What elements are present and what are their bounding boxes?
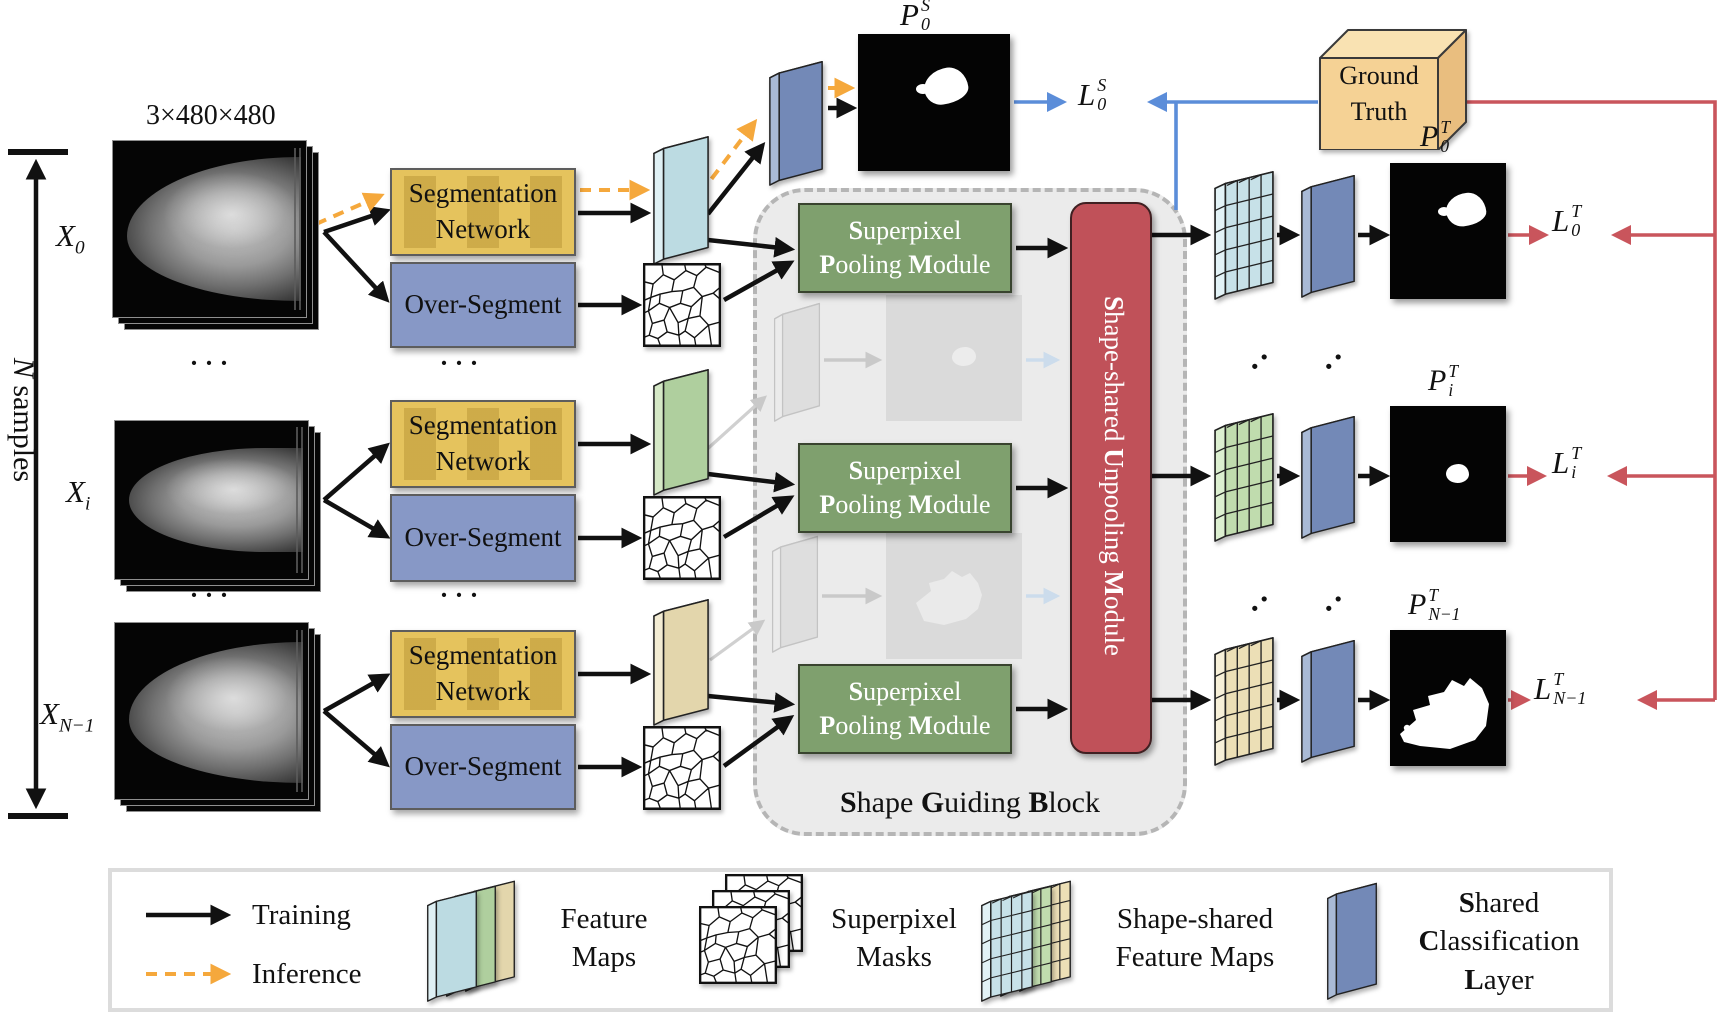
ghost-feature-map — [771, 535, 819, 653]
ghost-pooled-mask — [886, 533, 1022, 659]
over-segment-box: Over-Segment — [390, 724, 576, 810]
feature-map-blue — [653, 136, 709, 265]
superpixel-pooling-module: Superpixel Pooling Module — [798, 443, 1012, 533]
prediction-mask-p0t — [1390, 163, 1506, 299]
classification-slab-icon — [1327, 882, 1377, 1000]
mask-blob — [1400, 678, 1489, 749]
shared-classification-layer — [769, 61, 823, 186]
feature-map-green — [653, 369, 709, 496]
ghost-feature-map — [773, 302, 821, 422]
input-dimension-label: 3×480×480 — [146, 100, 276, 131]
superpixel-mask — [643, 496, 721, 580]
legend-classification-label: Shared Classification Layer — [1418, 887, 1580, 996]
sample-label-xi: Xi — [66, 474, 91, 515]
superpixel-pooling-module: Superpixel Pooling Module — [798, 203, 1012, 293]
ellipsis: ··· — [438, 343, 483, 383]
shared-classification-layer — [1301, 415, 1355, 539]
feature-map-tan — [653, 599, 709, 726]
superpixel-mask-icon — [699, 906, 777, 984]
shape-shared-feature-map-tan — [1213, 634, 1275, 766]
legend-training-label: Training — [252, 899, 351, 931]
shared-classification-layer — [1301, 174, 1355, 298]
prediction-mask-pn1t — [1390, 630, 1506, 766]
shared-classification-layer — [1301, 639, 1355, 763]
ghost-pooled-mask — [886, 295, 1022, 421]
mammogram-input-x0 — [112, 140, 319, 330]
diagonal-ellipsis: ‥ — [1225, 570, 1277, 621]
ellipsis: ··· — [438, 575, 483, 615]
ground-truth-box — [1319, 29, 1467, 150]
shape-guiding-block-label: Shape Guiding Block — [839, 786, 1100, 819]
ghost-blob — [916, 571, 982, 625]
diagonal-ellipsis: ‥ — [1225, 328, 1277, 379]
sample-label-x0: X0 — [56, 218, 85, 259]
prediction-mask-pit — [1390, 406, 1506, 542]
feature-map-blue-icon — [427, 890, 477, 1002]
shape-shared-feature-map-green — [1213, 410, 1275, 542]
superpixel-mask — [643, 263, 721, 347]
shape-shared-unpooling-module — [1070, 202, 1152, 754]
n-samples-label: N samples — [7, 357, 40, 483]
ellipsis: ··· — [188, 575, 233, 615]
superpixel-pooling-module: Superpixel Pooling Module — [798, 664, 1012, 754]
diagonal-ellipsis: ‥ — [1299, 570, 1351, 621]
shape-shared-feature-map-blue — [1213, 168, 1275, 300]
mammogram-input-xn1 — [114, 622, 321, 812]
mammogram-input-xi — [114, 420, 321, 592]
legend-inference-label: Inference — [252, 958, 362, 990]
over-segment-box: Over-Segment — [390, 262, 576, 348]
sample-label-xn1: XN−1 — [40, 696, 95, 737]
over-segment-box: Over-Segment — [390, 494, 576, 582]
superpixel-mask — [643, 726, 721, 810]
ellipsis: ··· — [188, 343, 233, 383]
prediction-mask-p0s — [858, 34, 1010, 171]
diagonal-ellipsis: ‥ — [1299, 328, 1351, 379]
